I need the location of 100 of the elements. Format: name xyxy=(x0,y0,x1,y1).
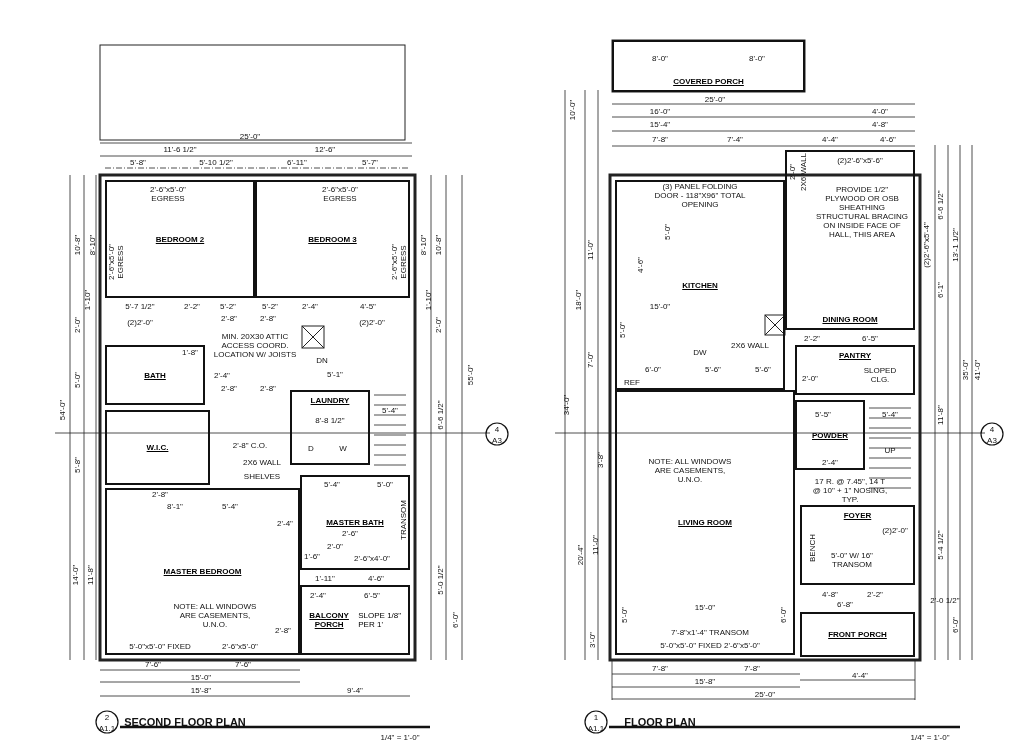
dimension-label: 2'-0" xyxy=(433,317,443,333)
window-label: TRANSOM xyxy=(398,500,408,540)
appliance-label: REF xyxy=(624,377,640,387)
room-name: LIVING ROOM xyxy=(678,518,732,527)
dimension-label: 25'-0" xyxy=(239,131,261,141)
section-marker-label: A3 xyxy=(987,435,997,445)
dimension-label: 2'-4" xyxy=(302,301,318,311)
dimension-label: 2'-4" xyxy=(214,370,230,380)
dimension-label: 6'-0" xyxy=(450,612,460,628)
note-text: NOTE: ALL WINDOWS ARE CASEMENTS, U.N.O. xyxy=(647,456,733,484)
dimension-label: 15'-4" xyxy=(649,119,671,129)
dimension-label: 5'-0" xyxy=(377,479,393,489)
dimension-label: 25'-0" xyxy=(754,689,776,699)
window-label: (2)2'-0" xyxy=(359,317,385,327)
room-note: SLOPE 1/8" PER 1' xyxy=(358,611,403,629)
dimension-label: 7'-8" xyxy=(744,663,760,673)
dimension-label: 6'-6 1/2" xyxy=(435,400,445,430)
room-name: FOYER xyxy=(843,511,872,520)
room-outline xyxy=(615,180,785,390)
appliance-label: W xyxy=(339,443,347,453)
dimension-label: 6'-1" xyxy=(935,282,945,298)
dimension-label: 15'-8" xyxy=(694,676,716,686)
room-name: MASTER BATH xyxy=(326,518,384,527)
dimension-label: 54'-0" xyxy=(57,399,67,421)
window-label: 5'-0"x5'-0" FIXED xyxy=(129,641,191,651)
window-label: 5'-0" W/ 16" TRANSOM xyxy=(830,551,874,569)
dimension-label: 10'-8" xyxy=(433,234,443,256)
room-name: COVERED PORCH xyxy=(673,77,744,86)
section-marker-label: A3 xyxy=(492,435,502,445)
room-name: W.I.C. xyxy=(146,443,169,452)
dimension-label: 5'-2" xyxy=(262,301,278,311)
room-name: POWDER xyxy=(812,430,848,440)
dimension-label: 7'-8" xyxy=(652,663,668,673)
room-outline xyxy=(615,390,795,655)
room-name: BATH xyxy=(144,370,166,380)
dimension-label: 2'-4" xyxy=(277,518,293,528)
dimension-label: 3'-8" xyxy=(595,452,605,468)
note-text: 2X6 WALL xyxy=(243,457,281,467)
dimension-label: DN xyxy=(316,355,328,365)
dimension-label: 4'-8" xyxy=(872,119,888,129)
dimension-label: 1'-10" xyxy=(82,289,92,311)
dimension-label: 10'-8" xyxy=(72,234,82,256)
dimension-label: 5'-5" xyxy=(815,409,831,419)
window-label: 5'-0"x5'-0" FIXED 2'-6"x5'-0" xyxy=(660,640,760,650)
dimension-label: 1'-8" xyxy=(182,347,198,357)
dimension-label: 6'-5" xyxy=(364,590,380,600)
dimension-label: 7'-8" xyxy=(652,134,668,144)
dimension-label: 8'-1" xyxy=(167,501,183,511)
dimension-label: 6'-5" xyxy=(862,333,878,343)
window-label: (2)2'-6"x5'-4" xyxy=(921,222,931,268)
dimension-label: 11'-8" xyxy=(935,405,945,425)
window-label: 5'-0" xyxy=(617,322,627,338)
dimension-label: 5'-6" xyxy=(755,364,771,374)
window-label: 2'-6"x4'-0" xyxy=(354,553,390,563)
dimension-label: 6'-6 1/2" xyxy=(935,190,945,220)
window-label: 2'-6"x5'-0" EGRESS xyxy=(107,243,125,282)
dimension-label: 5'-4" xyxy=(222,501,238,511)
dimension-label: 10'-0" xyxy=(567,99,577,121)
dimension-label: 2'-8" xyxy=(275,625,291,635)
dimension-label: 15'-0" xyxy=(694,602,716,612)
dimension-label: 5'-0" xyxy=(72,372,82,388)
dimension-label: 4'-0" xyxy=(872,106,888,116)
window-label: 2'-6"x5'-0" EGRESS xyxy=(321,185,359,203)
dimension-label: 6'-0" xyxy=(645,364,661,374)
dimension-label: 8'-0" xyxy=(749,53,765,63)
dimension-label: 2'-6" xyxy=(342,528,358,538)
room-name: BALCONY PORCH xyxy=(308,611,350,629)
appliance-label: DW xyxy=(693,347,707,357)
dimension-label: 16'-0" xyxy=(649,106,671,116)
dimension-label: 2'-0" xyxy=(327,541,343,551)
room-outline xyxy=(255,180,410,298)
dimension-label: 5'-8" xyxy=(72,457,82,473)
room-outline xyxy=(612,40,805,92)
room-outline xyxy=(795,400,865,470)
section-marker-label: 1 xyxy=(593,712,599,722)
section-marker-label: A1.1 xyxy=(587,723,605,733)
dimension-label: 5'-4" xyxy=(382,405,398,415)
dimension-label: 4'-6" xyxy=(635,257,645,273)
room-name: LAUNDRY xyxy=(310,396,350,405)
dimension-label: 2'-8" C.O. xyxy=(232,440,268,450)
window-label: (2)2'-0" xyxy=(127,317,153,327)
dimension-label: 5'-2" xyxy=(220,301,236,311)
note-text: 17 R. @ 7.45", 14 T @ 10" + 1" NOSING, TYP. xyxy=(811,476,889,504)
dimension-label: 8'-10" xyxy=(418,234,428,256)
room-outline xyxy=(105,410,210,485)
dimension-label: 2'-0 1/2" xyxy=(930,595,960,605)
dimension-label: 8'-0" xyxy=(652,53,668,63)
dimension-label: 5'-0 1/2" xyxy=(435,565,445,595)
room-outline xyxy=(105,345,205,405)
dimension-label: 15'-0" xyxy=(649,301,671,311)
room-outline xyxy=(300,585,410,655)
window-label: (2)2'-6"x5'-6" xyxy=(837,155,883,165)
window-label: 2'-6"x5'-0" xyxy=(222,641,258,651)
dimension-label: 4'-6" xyxy=(880,134,896,144)
dimension-label: 4'-8" xyxy=(822,589,838,599)
window-label: 7'-8"x1'-4" TRANSOM xyxy=(671,627,749,637)
room-name: BEDROOM 2 xyxy=(155,234,205,244)
dimension-label: 5'-6" xyxy=(705,364,721,374)
section-marker-label: A1.1 xyxy=(98,723,116,733)
dimension-label: 7'-6" xyxy=(145,659,161,669)
